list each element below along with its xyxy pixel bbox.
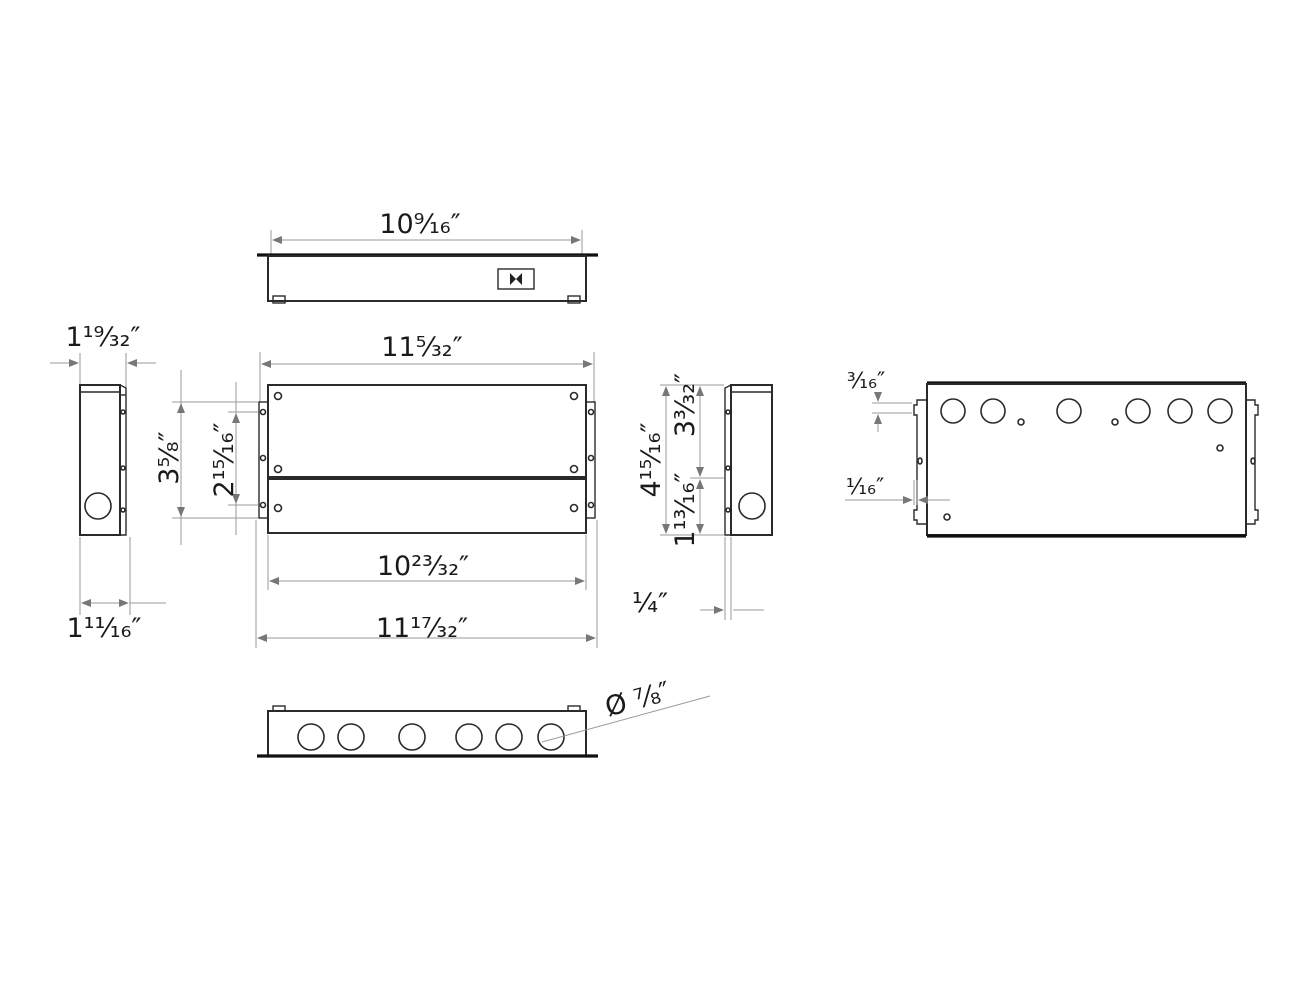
- left-side-knockout: [84, 492, 112, 520]
- left-side-top-label: 1¹⁹⁄₃₂″: [65, 322, 140, 353]
- bottom-view: Ø ⁷⁄₈″: [257, 676, 711, 758]
- right-side-total-label: 4¹⁵⁄₁₆″: [636, 422, 667, 497]
- top-view-foot-left: [272, 295, 286, 304]
- back-knockout-5: [1167, 398, 1193, 424]
- top-view-foot-right: [567, 295, 581, 304]
- right-side-view: 4¹⁵⁄₁₆″ 3³⁄₃₂″ 1¹³⁄₁₆″ ¹⁄₄″: [632, 373, 773, 620]
- bottom-knockout-5: [495, 723, 523, 751]
- back-flange-label: ¹⁄₁₆″: [846, 475, 884, 500]
- bottom-knockout-3: [398, 723, 426, 751]
- bottom-knockout-4: [455, 723, 483, 751]
- top-view-connector: [497, 268, 535, 290]
- back-view: ³⁄₁₆″ ¹⁄₁₆″: [845, 369, 1259, 538]
- front-overall-width-label: 11¹⁷⁄₃₂″: [376, 613, 468, 644]
- back-knockout-1: [940, 398, 966, 424]
- top-width-label: 10⁹⁄₁₆″: [379, 209, 460, 240]
- back-knockout-3: [1056, 398, 1082, 424]
- back-knockout-4: [1125, 398, 1151, 424]
- back-panel: [926, 383, 1247, 536]
- right-side-upper-label: 3³⁄₃₂″: [670, 373, 701, 437]
- front-view: 11⁵⁄₃₂″ 3⁵⁄₈″ 2¹⁵⁄₁₆″ 1: [154, 332, 598, 648]
- top-view: 10⁹⁄₁₆″: [257, 209, 598, 304]
- bottom-knockout-6: [537, 723, 565, 751]
- front-width-upper-label: 11⁵⁄₃₂″: [381, 332, 462, 363]
- front-height-outer-label: 3⁵⁄₈″: [154, 431, 185, 484]
- back-top-offset-label: ³⁄₁₆″: [847, 369, 885, 394]
- left-side-bottom-label: 1¹¹⁄₁₆″: [66, 613, 141, 644]
- right-side-knockout: [738, 492, 766, 520]
- back-knockout-2: [980, 398, 1006, 424]
- left-side-view: 1¹⁹⁄₃₂″ 1¹¹⁄₁₆″: [50, 322, 166, 644]
- bottom-knockout-1: [297, 723, 325, 751]
- right-side-flange-label: ¹⁄₄″: [632, 588, 668, 619]
- front-upper-panel: [267, 384, 587, 478]
- back-knockout-6: [1207, 398, 1233, 424]
- right-side-lower-label: 1¹³⁄₁₆″: [670, 472, 701, 547]
- bottom-knockout-2: [337, 723, 365, 751]
- front-lower-panel: [267, 478, 587, 534]
- front-width-lower-label: 10²³⁄₃₂″: [377, 551, 469, 582]
- connector-icon: [510, 273, 522, 285]
- front-height-inner-label: 2¹⁵⁄₁₆″: [209, 422, 240, 497]
